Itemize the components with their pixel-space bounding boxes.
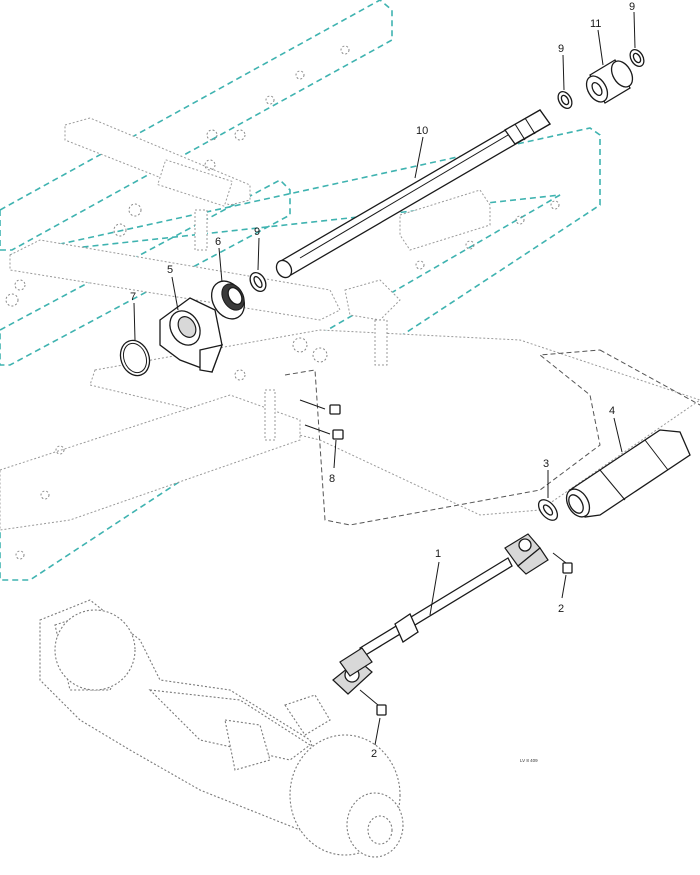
callout-6: 6 (215, 236, 221, 248)
callout-leaders (133, 11, 636, 746)
callout-1: 1 (435, 548, 441, 560)
callout-4: 4 (609, 405, 615, 417)
part-10-shaft (275, 109, 551, 279)
frame-box-2 (344, 279, 401, 321)
frame-beam (9, 239, 341, 321)
callout-11: 11 (590, 18, 601, 30)
part-2-bolt-upper (552, 552, 573, 574)
part-5-housing (159, 297, 224, 373)
callout-2-lower: 2 (371, 748, 377, 760)
front-axle (39, 599, 404, 858)
assembly-outline-2 (599, 349, 700, 406)
tractor-frame (0, 0, 700, 581)
ujoint-lower (332, 647, 373, 695)
frame-crossbar-lower (0, 394, 301, 531)
frame-holes (5, 45, 560, 560)
callout-10: 10 (416, 125, 428, 137)
part-2-bolt-lower (359, 689, 387, 716)
part-7-snap-ring (119, 339, 151, 377)
assembly-outline (284, 349, 601, 526)
callout-5: 5 (167, 264, 173, 276)
callout-2-upper: 2 (558, 603, 564, 615)
part-1-driveshaft (332, 533, 549, 695)
callout-7: 7 (130, 291, 136, 303)
frame-tube (157, 159, 233, 207)
part-9-ring-a (629, 48, 645, 68)
part-9-ring-b (557, 90, 573, 110)
callout-labels: 1 2 2 3 4 5 6 7 8 9 9 9 10 11 (130, 1, 635, 760)
frame-post-3 (264, 389, 276, 441)
drawing-code: LV 8 409 (520, 758, 538, 763)
part-8-bolts (299, 399, 344, 440)
callout-9-top: 9 (629, 1, 635, 13)
frame-post-2 (374, 319, 388, 366)
callout-9-middle: 9 (558, 43, 564, 55)
part-6-bearing (210, 280, 246, 320)
part-4-shield (565, 429, 691, 518)
frame-post-1 (194, 209, 208, 251)
callout-9-lower: 9 (254, 226, 260, 238)
part-3-washer (537, 499, 559, 521)
part-9-ring-c (249, 272, 267, 292)
ujoint-upper (504, 533, 549, 575)
frame-box (399, 189, 491, 251)
part-11-coupler (585, 59, 634, 104)
callout-3: 3 (543, 458, 549, 470)
callout-8: 8 (329, 473, 335, 485)
